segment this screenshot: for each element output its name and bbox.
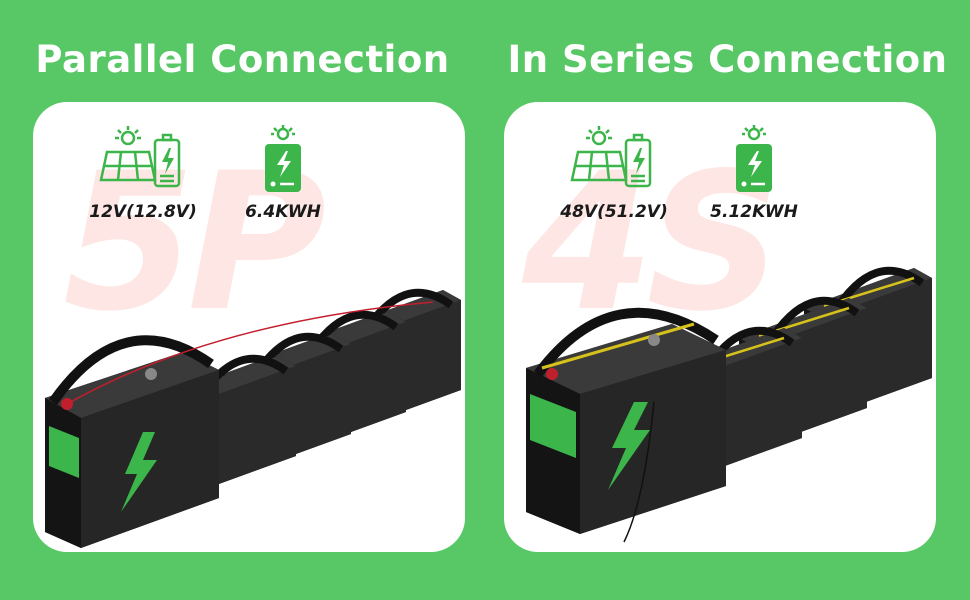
energy-label: 5.12KWH xyxy=(710,202,798,222)
energy-label: 6.4KWH xyxy=(245,202,321,222)
battery-charging-icon xyxy=(736,125,772,192)
voltage-label: 12V(12.8V) xyxy=(89,202,197,222)
series-connection-title: In Series Connection xyxy=(507,38,948,81)
voltage-spec: 48V(51.2V) xyxy=(554,124,674,222)
voltage-label: 48V(51.2V) xyxy=(560,202,668,222)
solar-battery-icon xyxy=(570,126,652,188)
parallel-connection-title: Parallel Connection xyxy=(35,38,450,81)
parallel-panel: 5P 12V(12.8V) 6.4KW xyxy=(33,102,465,552)
battery-charging-icon xyxy=(265,125,301,192)
energy-spec: 6.4KWH xyxy=(233,124,333,222)
parallel-batteries-illustration xyxy=(45,102,465,548)
front-battery xyxy=(526,307,726,534)
solar-battery-icon xyxy=(99,126,181,188)
front-battery xyxy=(45,335,219,548)
voltage-spec: 12V(12.8V) xyxy=(83,124,203,222)
series-panel: 4S 48V(51.2V) 5.12K xyxy=(504,102,936,552)
series-batteries-illustration xyxy=(526,102,936,543)
energy-spec: 5.12KWH xyxy=(704,124,804,222)
